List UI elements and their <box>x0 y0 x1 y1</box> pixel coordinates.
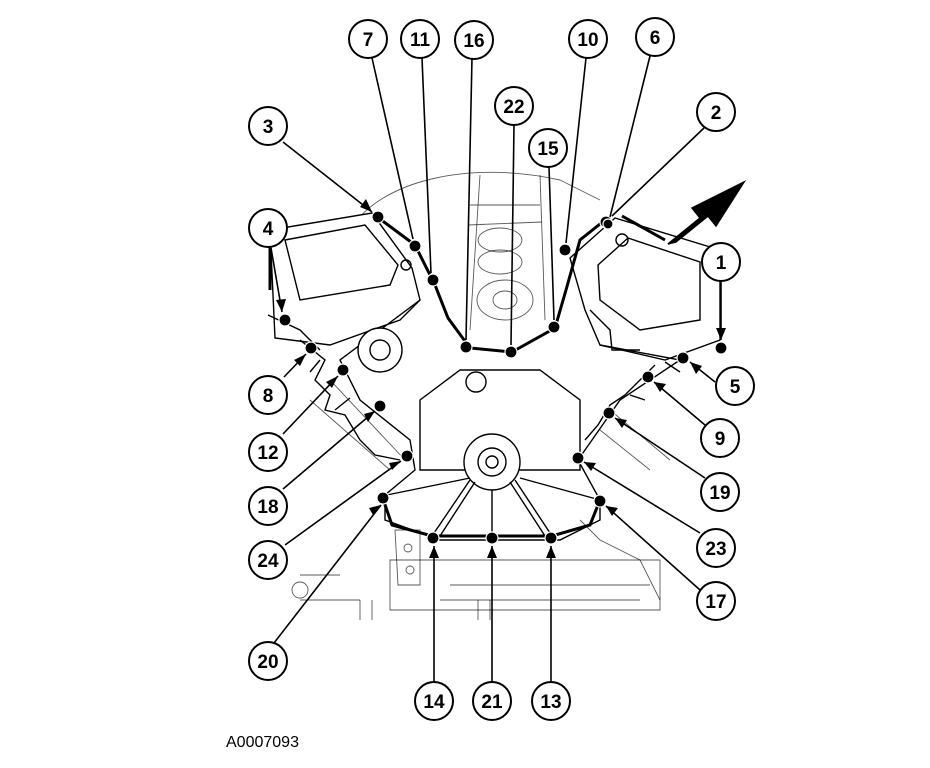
svg-text:9: 9 <box>715 429 726 450</box>
callout-10: 10 <box>568 19 608 59</box>
svg-text:20: 20 <box>257 652 278 673</box>
svg-text:21: 21 <box>481 692 503 713</box>
callout-17: 17 <box>696 581 736 621</box>
callout-18: 18 <box>248 486 288 526</box>
bolt-icon <box>278 313 292 327</box>
front-arrow-icon <box>667 180 747 245</box>
callout-7: 7 <box>348 19 388 59</box>
pulleys <box>357 327 521 491</box>
callouts: 1 2 3 4 5 6 7 8 9 10 11 12 13 14 15 16 1… <box>248 17 755 721</box>
bolt-icon <box>426 531 440 545</box>
svg-text:10: 10 <box>577 30 598 51</box>
callout-19: 19 <box>700 472 740 512</box>
side-brackets <box>299 339 681 461</box>
callout-24: 24 <box>248 540 288 580</box>
callout-11: 11 <box>400 19 440 59</box>
callout-22: 22 <box>494 86 534 126</box>
svg-text:7: 7 <box>363 30 374 51</box>
right-cylinder-head-cover <box>569 214 721 361</box>
bolt-icon <box>459 340 473 354</box>
bolt-icon <box>571 451 585 465</box>
svg-text:12: 12 <box>257 443 278 464</box>
figure-id: A0007093 <box>226 734 299 751</box>
callout-4: 4 <box>248 208 288 248</box>
svg-text:11: 11 <box>410 30 431 51</box>
bolt-icon <box>558 243 572 257</box>
svg-text:4: 4 <box>263 219 274 240</box>
callout-15: 15 <box>528 128 568 168</box>
bolt-icon <box>400 449 414 463</box>
callout-14: 14 <box>414 681 454 721</box>
svg-text:18: 18 <box>257 497 278 518</box>
callout-8: 8 <box>248 375 288 415</box>
bolt-icon <box>504 345 518 359</box>
callout-21: 21 <box>472 681 512 721</box>
bolt-icon <box>373 399 387 413</box>
bolt-markers <box>278 210 728 545</box>
callout-9: 9 <box>700 418 740 458</box>
bolt-icon <box>714 341 728 355</box>
svg-text:17: 17 <box>705 592 726 613</box>
callout-2: 2 <box>696 92 736 132</box>
svg-text:8: 8 <box>263 386 274 407</box>
callout-5: 5 <box>715 366 755 406</box>
svg-text:16: 16 <box>463 31 484 52</box>
leader-lines <box>270 55 722 682</box>
bolt-icon <box>304 341 318 355</box>
callout-20: 20 <box>248 641 288 681</box>
callout-6: 6 <box>635 17 675 57</box>
svg-text:19: 19 <box>709 483 730 504</box>
bolt-icon <box>676 351 690 365</box>
bolt-icon <box>336 363 350 377</box>
front-cover-outline <box>339 214 682 541</box>
svg-text:6: 6 <box>650 28 661 49</box>
svg-text:2: 2 <box>711 103 722 124</box>
leader-arrowheads <box>276 199 726 558</box>
callout-3: 3 <box>248 106 288 146</box>
callout-23: 23 <box>696 528 736 568</box>
svg-text:15: 15 <box>537 139 559 160</box>
bolt-icon <box>376 491 390 505</box>
bolt-icon <box>602 406 616 420</box>
svg-text:13: 13 <box>540 692 561 713</box>
svg-text:23: 23 <box>705 539 726 560</box>
svg-text:14: 14 <box>423 692 445 713</box>
svg-text:5: 5 <box>730 377 741 398</box>
bolt-icon <box>426 273 440 287</box>
bolt-icon <box>371 210 385 224</box>
svg-text:24: 24 <box>257 551 279 572</box>
bolt-icon <box>602 218 614 230</box>
callout-1: 1 <box>701 242 741 282</box>
svg-text:1: 1 <box>716 253 727 274</box>
bolt-icon <box>593 494 607 508</box>
callout-13: 13 <box>531 681 571 721</box>
svg-text:3: 3 <box>263 117 274 138</box>
bolt-icon <box>544 531 558 545</box>
bolt-icon <box>641 370 655 384</box>
bolt-icon <box>485 531 499 545</box>
svg-text:22: 22 <box>503 97 524 118</box>
callout-16: 16 <box>454 20 494 60</box>
callout-12: 12 <box>248 432 288 472</box>
bolt-icon <box>408 239 422 253</box>
bolt-icon <box>547 320 561 334</box>
